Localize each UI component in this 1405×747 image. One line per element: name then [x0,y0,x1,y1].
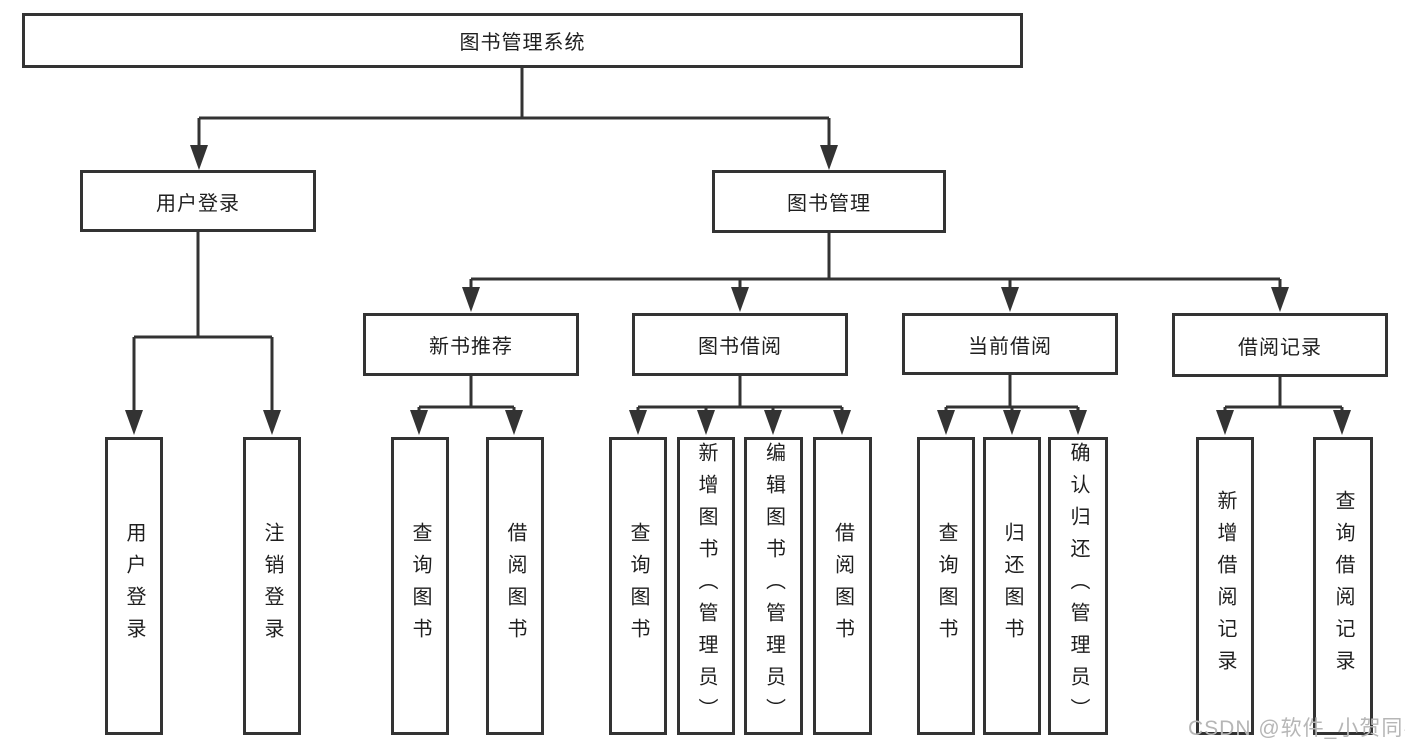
leaf-logout: 注销登录 [243,437,301,735]
node-borrow-records: 借阅记录 [1172,313,1388,377]
node-current-borrow-label: 当前借阅 [968,335,1052,358]
leaf-user-login: 用户登录 [105,437,163,735]
leaf-query-books-current-label: 查询图书 [935,522,957,650]
leaf-add-books-admin-label: 新增图书（管理员） [695,442,717,730]
node-user-login-label: 用户登录 [156,192,240,215]
node-book-borrow-label: 图书借阅 [698,336,782,358]
csdn-watermark: CSDN @软件_小贺同学 [1188,717,1405,740]
leaf-confirm-return-admin-label: 确认归还（管理员） [1067,442,1089,730]
leaf-user-login-label: 用户登录 [123,522,145,650]
node-book-management: 图书管理 [712,170,946,233]
leaf-query-books-recommend: 查询图书 [391,437,449,735]
leaf-add-borrow-record: 新增借阅记录 [1196,437,1254,735]
node-new-book-recommend: 新书推荐 [363,313,579,376]
leaf-query-borrow-record: 查询借阅记录 [1313,437,1373,735]
leaf-borrow-books-label: 借阅图书 [831,522,854,650]
leaf-add-borrow-record-label: 新增借阅记录 [1214,490,1236,682]
leaf-return-books: 归还图书 [983,437,1041,735]
node-borrow-records-label: 借阅记录 [1238,336,1322,359]
node-book-borrow: 图书借阅 [632,313,848,376]
node-current-borrow: 当前借阅 [902,313,1118,375]
leaf-query-books-borrow-label: 查询图书 [627,522,649,650]
node-root-label: 图书管理系统 [459,32,586,54]
node-user-login: 用户登录 [80,170,316,232]
leaf-add-books-admin: 新增图书（管理员） [677,437,735,735]
leaf-query-books-recommend-label: 查询图书 [409,522,431,650]
leaf-confirm-return-admin: 确认归还（管理员） [1048,437,1108,735]
arrowheads [125,145,1351,435]
leaf-query-borrow-record-label: 查询借阅记录 [1332,490,1354,682]
node-new-book-recommend-label: 新书推荐 [429,336,513,358]
leaf-borrow-books-recommend: 借阅图书 [486,437,544,735]
leaf-return-books-label: 归还图书 [1001,522,1023,650]
node-book-management-label: 图书管理 [787,193,871,215]
leaf-query-books-current: 查询图书 [917,437,975,735]
node-root: 图书管理系统 [22,13,1023,68]
leaf-borrow-books: 借阅图书 [813,437,872,735]
leaf-query-books-borrow: 查询图书 [609,437,667,735]
leaf-logout-label: 注销登录 [261,522,283,650]
leaf-edit-books-admin: 编辑图书（管理员） [744,437,803,735]
leaf-borrow-books-recommend-label: 借阅图书 [504,522,526,650]
leaf-edit-books-admin-label: 编辑图书（管理员） [762,442,785,730]
